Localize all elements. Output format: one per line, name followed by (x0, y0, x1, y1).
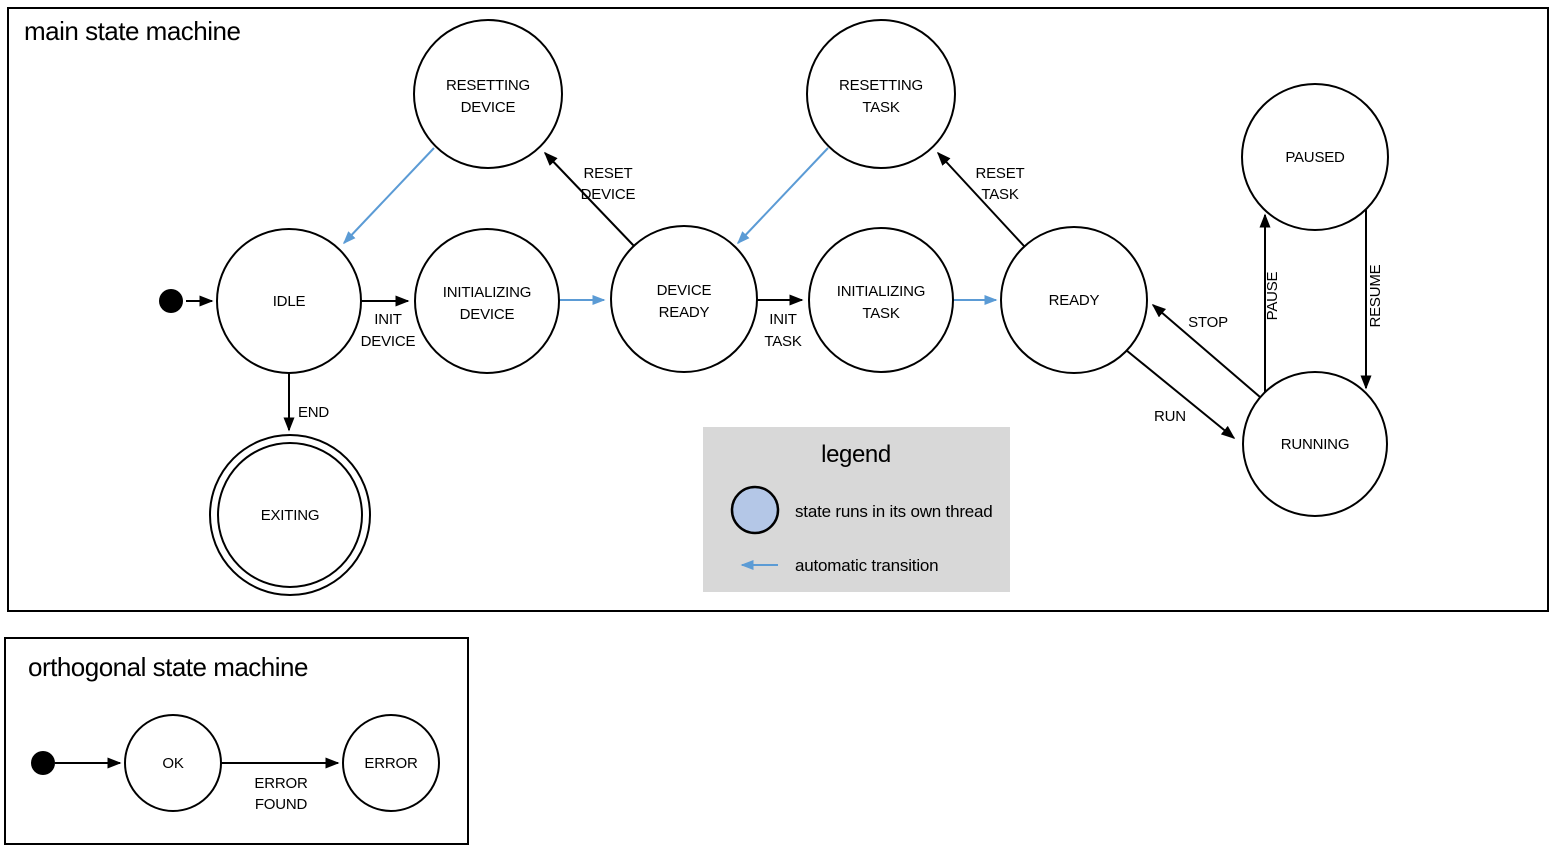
main-machine-title: main state machine (24, 16, 240, 46)
main-state-machine-panel: main state machine INIT DEVICE RESET DEV… (7, 7, 1549, 612)
state-device-ready: DEVICE READY (610, 225, 758, 373)
state-idle: IDLE (216, 228, 362, 374)
transition-reset-device (543, 151, 635, 247)
legend-threaded-state-icon (730, 485, 780, 535)
orthogonal-machine-title: orthogonal state machine (28, 652, 308, 682)
state-running-circle (1242, 371, 1388, 517)
state-idle-circle (216, 228, 362, 374)
state-initializing-task: INITIALIZING TASK (808, 227, 954, 373)
state-error-label: ERROR (364, 755, 418, 772)
automatic-transitions (342, 147, 998, 305)
main-machine-border (7, 7, 1549, 612)
state-idle-label: IDLE (273, 293, 306, 310)
state-initializing-task-label-line2: TASK (862, 305, 899, 322)
auto-transition-resetting-device-to-idle (342, 147, 435, 245)
state-resetting-task: RESETTING TASK (806, 19, 956, 169)
state-resetting-task-circle (806, 19, 956, 169)
state-resetting-device-label-line1: RESETTING (446, 77, 530, 94)
state-device-ready-label-line1: DEVICE (657, 282, 712, 299)
transition-error-found-label-line2: FOUND (255, 796, 308, 813)
state-running: RUNNING (1242, 371, 1388, 517)
state-initializing-device-label-line1: INITIALIZING (443, 284, 531, 301)
legend-threaded-state-label: state runs in its own thread (795, 502, 993, 521)
auto-transition-resetting-task-to-device-ready (736, 147, 829, 245)
state-exiting-final: EXITING (209, 434, 371, 596)
transition-reset-task (936, 151, 1025, 247)
transition-error-found-label-line1: ERROR (254, 775, 308, 792)
state-initializing-task-circle (808, 227, 954, 373)
transition-reset-device-label-line1: RESET (583, 165, 632, 182)
state-initializing-task-label-line1: INITIALIZING (837, 283, 925, 300)
state-running-label: RUNNING (1281, 436, 1350, 453)
state-resetting-device-label-line2: DEVICE (461, 99, 516, 116)
transition-resume-label: RESUME (1367, 264, 1384, 327)
state-initializing-device: INITIALIZING DEVICE (414, 228, 560, 374)
legend: legend state runs in its own thread auto… (703, 427, 1010, 592)
state-paused: PAUSED (1241, 83, 1389, 231)
state-resetting-task-label-line1: RESETTING (839, 77, 923, 94)
state-ready-circle (1000, 226, 1148, 374)
initial-state-dot (159, 289, 183, 313)
state-resetting-task-label-line2: TASK (862, 99, 899, 116)
state-ready-label: READY (1049, 292, 1100, 309)
state-exiting-label: EXITING (261, 507, 320, 524)
transition-init-device-label-line2: DEVICE (361, 333, 416, 350)
state-resetting-device-circle (413, 19, 563, 169)
state-paused-circle (1241, 83, 1389, 231)
orthogonal-machine-border (4, 637, 469, 845)
legend-automatic-transition-label: automatic transition (795, 556, 938, 575)
state-paused-label: PAUSED (1285, 149, 1345, 166)
state-device-ready-circle (610, 225, 758, 373)
transition-run-label: RUN (1154, 408, 1186, 425)
transition-init-task-label-line2: TASK (764, 333, 801, 350)
main-transitions: INIT DEVICE RESET DEVICE INIT TASK RESET… (186, 151, 1384, 439)
transition-init-task-label-line1: INIT (769, 311, 797, 328)
state-exiting-circle (217, 442, 363, 588)
state-resetting-device: RESETTING DEVICE (413, 19, 563, 169)
state-device-ready-label-line2: READY (659, 304, 710, 321)
state-error-circle (342, 714, 440, 812)
state-initializing-device-circle (414, 228, 560, 374)
transition-reset-task-label-line2: TASK (981, 186, 1018, 203)
state-ok-label: OK (162, 755, 183, 772)
transition-stop (1151, 304, 1261, 398)
state-ok-circle (124, 714, 222, 812)
main-states: IDLE RESETTING DEVICE INITIALIZING DEVIC… (159, 19, 1389, 596)
state-ok: OK (124, 714, 222, 812)
transition-stop-label: STOP (1188, 314, 1228, 331)
legend-title: legend (821, 441, 891, 468)
transition-reset-device-label-line2: DEVICE (581, 186, 636, 203)
state-error: ERROR (342, 714, 440, 812)
state-initializing-device-label-line2: DEVICE (460, 306, 515, 323)
transition-pause-label: PAUSE (1264, 271, 1281, 320)
orthogonal-state-machine-panel: orthogonal state machine ERROR FOUND OK … (4, 637, 469, 845)
state-ready: READY (1000, 226, 1148, 374)
transition-init-device-label-line1: INIT (374, 311, 402, 328)
transition-end-label: END (298, 404, 329, 421)
transition-run (1125, 349, 1236, 439)
orthogonal-initial-state-dot (31, 751, 55, 775)
transition-reset-task-label-line1: RESET (975, 165, 1024, 182)
